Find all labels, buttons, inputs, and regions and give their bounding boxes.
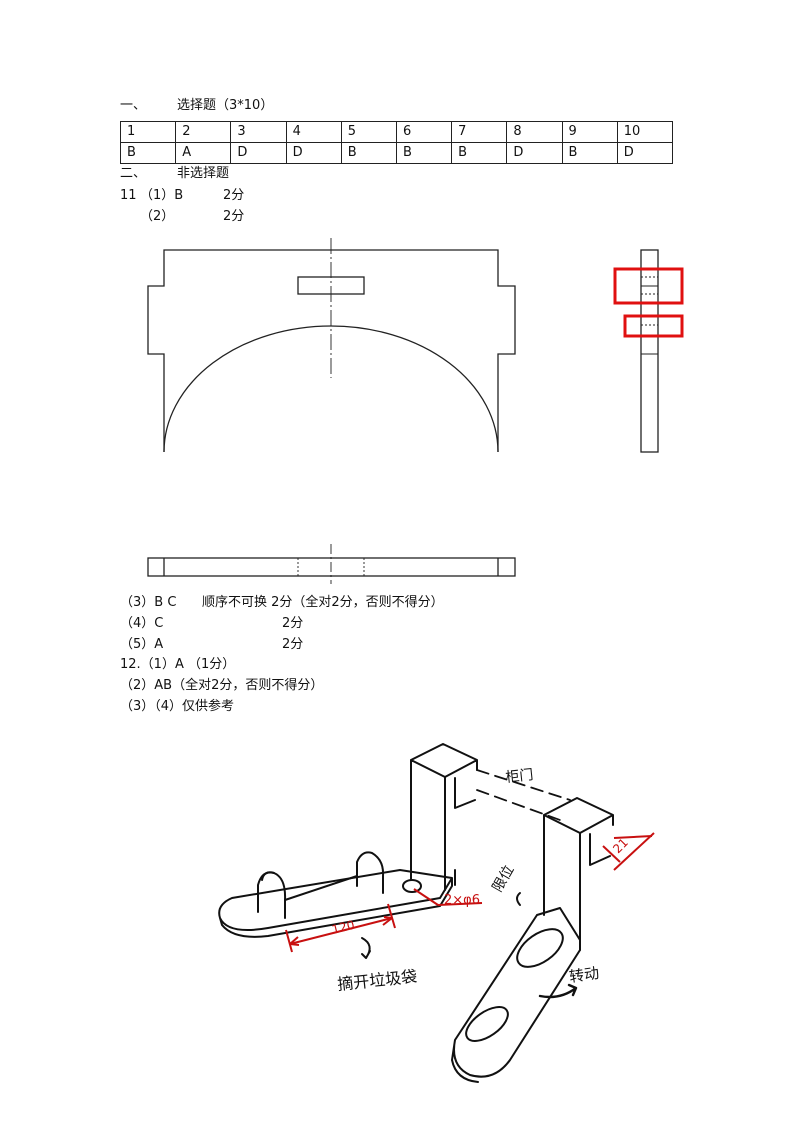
table-cell: B bbox=[451, 142, 508, 164]
sketch-label-width: 21 bbox=[610, 835, 631, 856]
dimension-width-line bbox=[613, 832, 655, 871]
q11-label: 11 bbox=[120, 188, 137, 203]
limit-arrow bbox=[516, 892, 521, 906]
pull-arrow bbox=[361, 937, 371, 959]
section2-number: 二、 bbox=[120, 166, 147, 181]
left-hook-2 bbox=[356, 851, 385, 894]
hole-leader bbox=[413, 888, 439, 906]
table-cell: D bbox=[230, 142, 287, 164]
q11-part5-score: 2分 bbox=[282, 637, 304, 652]
q11-part3-note: 顺序不可换 2分（全对2分，否则不得分） bbox=[202, 595, 444, 610]
sketch-label-rotate: 转动 bbox=[568, 964, 600, 986]
sketch-label-door: 柜门 bbox=[505, 767, 535, 786]
table-cell: 10 bbox=[616, 121, 674, 143]
table-cell: D bbox=[616, 142, 674, 164]
side-view-outline bbox=[640, 249, 659, 453]
answer-table: 1 2 3 4 5 6 7 8 9 10 B A D D B B B D B D bbox=[119, 121, 674, 164]
rotate-arrow bbox=[538, 983, 578, 999]
sketch-label-limit: 限位 bbox=[490, 863, 518, 895]
right-arm-cup-2 bbox=[465, 1006, 509, 1042]
section2-title: 非选择题 bbox=[177, 166, 230, 181]
dimension-length-line bbox=[289, 917, 393, 945]
table-cell: D bbox=[285, 142, 342, 164]
table-cell: B bbox=[119, 142, 177, 164]
left-plate-hole bbox=[402, 879, 422, 893]
right-bracket bbox=[543, 797, 614, 951]
highlight-box-upper bbox=[613, 267, 684, 305]
right-swing-arm bbox=[451, 907, 581, 1083]
q12-part34: （3）（4）仅供参考 bbox=[120, 699, 235, 714]
section1-number: 一、 bbox=[120, 98, 147, 113]
sketch-label-length: 120 bbox=[330, 918, 356, 937]
table-cell: B bbox=[395, 142, 453, 164]
q12-part1: 12.（1）A （1分） bbox=[120, 657, 236, 672]
q12-part2: （2）AB（全对2分，否则不得分） bbox=[120, 678, 324, 693]
q11-part2-score: 2分 bbox=[223, 209, 245, 224]
right-arm-cup-1 bbox=[516, 928, 564, 968]
front-view-arc bbox=[163, 325, 499, 453]
q11-part4: （4）C bbox=[120, 616, 164, 631]
q11-part4-score: 2分 bbox=[282, 616, 304, 631]
sketch-label-holes: 2×φ6 bbox=[444, 893, 480, 908]
top-view-outline bbox=[147, 557, 516, 577]
q11-part3: （3）B C bbox=[120, 595, 177, 610]
left-bracket bbox=[410, 743, 478, 891]
left-base-plate bbox=[218, 869, 453, 938]
highlight-box-lower bbox=[623, 314, 684, 338]
sketch-label-bag: 摘开垃圾袋 bbox=[336, 967, 418, 994]
q11-part5: （5）A bbox=[120, 637, 164, 652]
table-row-questions: 1 2 3 4 5 6 7 8 9 10 bbox=[119, 121, 674, 143]
section1-title: 选择题（3*10） bbox=[177, 98, 274, 113]
q11-part1-score: 2分 bbox=[223, 188, 245, 203]
q11-part2: （2） bbox=[140, 209, 175, 224]
table-row-answers: B A D D B B B D B D bbox=[119, 142, 674, 164]
q11-part1: （1）B bbox=[140, 188, 184, 203]
